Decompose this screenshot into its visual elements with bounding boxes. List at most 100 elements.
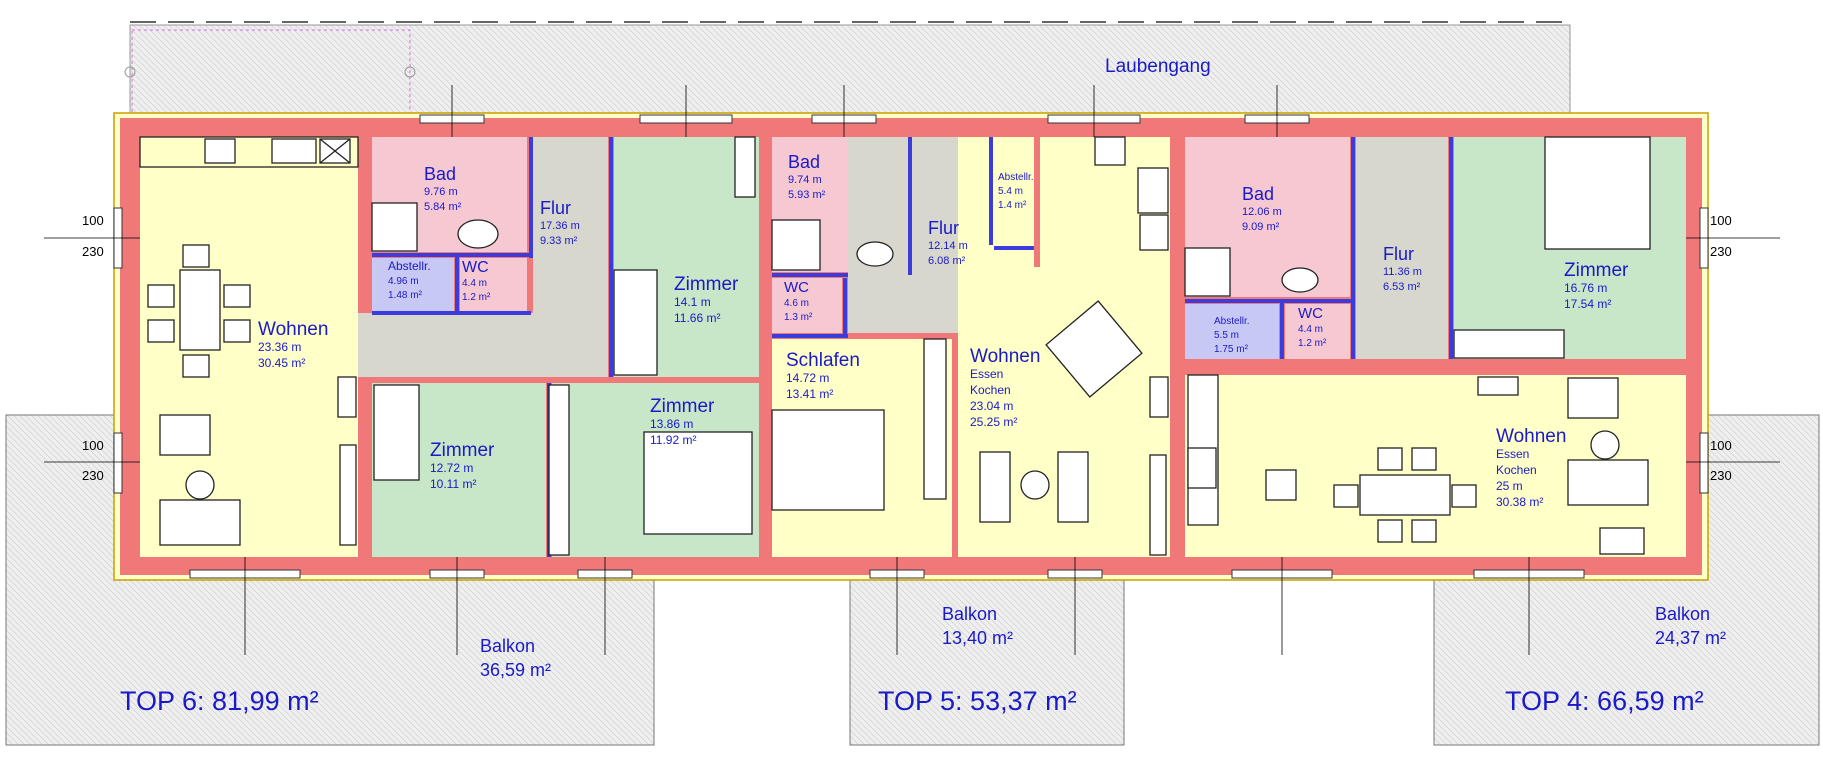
shelf-icon bbox=[339, 444, 357, 546]
room-detail-top4-flur: 6.53 m² bbox=[1383, 281, 1421, 293]
room-name-top5-bad: Bad bbox=[788, 152, 820, 172]
room-detail-top6-zimmer2: 10.11 m² bbox=[430, 477, 476, 491]
room-name-top4-zimmer: Zimmer bbox=[1564, 260, 1629, 281]
double-bed-icon bbox=[643, 431, 753, 535]
room-detail-top6-zimmer1: 11.66 m² bbox=[674, 311, 720, 325]
balcony-labels: Balkon 36,59 m² Balkon 13,40 m² Balkon 2… bbox=[480, 604, 1726, 680]
shower-icon bbox=[371, 202, 418, 252]
dim-label: 100 bbox=[1710, 213, 1732, 228]
armchair-icon bbox=[159, 414, 211, 456]
fireplace-icon bbox=[337, 376, 357, 418]
room-top5-wc bbox=[772, 278, 842, 333]
room-top6-flur-b bbox=[358, 313, 608, 377]
wardrobe-icon bbox=[1453, 329, 1565, 359]
room-detail-top4-abstellr: 1.75 m² bbox=[1214, 344, 1249, 355]
room-detail-top6-zimmer3: 11.92 m² bbox=[650, 433, 696, 447]
dim-label: 230 bbox=[82, 468, 104, 483]
furniture bbox=[139, 136, 1651, 556]
bed-icon bbox=[373, 384, 420, 481]
room-detail-top5-wohnen: 25.25 m² bbox=[970, 415, 1017, 429]
room-name-top5-flur: Flur bbox=[928, 218, 959, 238]
room-name-top4-bad: Bad bbox=[1242, 184, 1274, 204]
room-detail-top6-zimmer1: 14.1 m bbox=[674, 295, 711, 309]
balcony-area: 36,59 m² bbox=[480, 660, 551, 680]
dim-label: 100 bbox=[1710, 438, 1732, 453]
room-detail-top5-flur: 6.08 m² bbox=[928, 255, 966, 267]
balcony-area: 13,40 m² bbox=[942, 628, 1013, 648]
coffee-table-icon bbox=[185, 470, 215, 500]
dim-label: 230 bbox=[1710, 244, 1732, 259]
stove-icon bbox=[1265, 469, 1297, 501]
room-detail-top6-abstellr: 1.48 m² bbox=[388, 290, 423, 301]
armchair-icon bbox=[1057, 451, 1089, 523]
room-detail-top4-zimmer: 17.54 m² bbox=[1564, 297, 1611, 311]
room-top4-wc bbox=[1285, 304, 1350, 359]
party-walls bbox=[358, 137, 1686, 557]
balcony-name: Balkon bbox=[1655, 604, 1710, 624]
washbasin-icon bbox=[856, 241, 894, 267]
room-detail-top6-bad: 9.76 m bbox=[424, 186, 458, 198]
sink-icon bbox=[271, 138, 317, 164]
room-detail-top4-bad: 9.09 m² bbox=[1242, 221, 1280, 233]
dim-label: 230 bbox=[82, 244, 104, 259]
stove-icon bbox=[204, 138, 236, 164]
room-detail-top4-wohnen: Kochen bbox=[1496, 463, 1537, 477]
room-detail-top5-schlafen: 14.72 m bbox=[786, 371, 829, 385]
room-name-top6-abstellr: Abstellr. bbox=[388, 259, 431, 273]
coffee-table-icon bbox=[1590, 430, 1620, 460]
sink-icon bbox=[1137, 167, 1169, 214]
room-name-top6-zimmer3: Zimmer bbox=[650, 396, 715, 417]
room-name-top6-zimmer1: Zimmer bbox=[674, 274, 739, 295]
dim-label: 100 bbox=[82, 438, 104, 453]
room-detail-top6-wc: 4.4 m bbox=[462, 278, 487, 289]
room-detail-top4-zimmer: 16.76 m bbox=[1564, 281, 1607, 295]
wardrobe-icon bbox=[548, 384, 570, 556]
room-detail-top6-zimmer2: 12.72 m bbox=[430, 461, 473, 475]
dining-table-icon bbox=[1045, 300, 1143, 398]
room-detail-top6-wohnen: 23.36 m bbox=[258, 340, 301, 354]
coffee-table-icon bbox=[1020, 470, 1050, 500]
room-detail-top5-abstellr: 5.4 m bbox=[998, 186, 1023, 197]
access-walkway: Laubengang bbox=[124, 21, 1571, 116]
room-detail-top4-wohnen: Essen bbox=[1496, 447, 1529, 461]
double-bed-icon bbox=[771, 409, 885, 511]
room-detail-top5-bad: 5.93 m² bbox=[788, 189, 826, 201]
bed-icon bbox=[613, 269, 658, 376]
fireplace-icon bbox=[1149, 376, 1169, 418]
sofa-icon bbox=[1567, 459, 1649, 506]
room-name-top4-abstellr: Abstellr. bbox=[1214, 316, 1250, 327]
room-detail-top4-bad: 12.06 m bbox=[1242, 206, 1282, 218]
room-name-top4-wohnen: Wohnen bbox=[1496, 426, 1566, 447]
room-detail-top5-bad: 9.74 m bbox=[788, 174, 822, 186]
balcony-area: 24,37 m² bbox=[1655, 628, 1726, 648]
room-top6-wohnen bbox=[140, 137, 358, 557]
room-detail-top4-wohnen: 30.38 m² bbox=[1496, 495, 1543, 509]
room-detail-top6-wc: 1.2 m² bbox=[462, 292, 491, 303]
room-detail-top5-wohnen: Kochen bbox=[970, 383, 1011, 397]
wardrobe-icon bbox=[923, 338, 947, 500]
fridge-icon bbox=[1139, 214, 1169, 251]
room-detail-top5-schlafen: 13.41 m² bbox=[786, 387, 833, 401]
room-detail-top6-flur: 17.36 m bbox=[540, 220, 580, 232]
room-name-top5-schlafen: Schlafen bbox=[786, 350, 860, 371]
shower-icon bbox=[1184, 247, 1231, 297]
double-bed-icon bbox=[1544, 136, 1651, 250]
room-detail-top6-abstellr: 4.96 m bbox=[388, 276, 419, 287]
room-detail-top5-wc: 1.3 m² bbox=[784, 312, 813, 323]
fireplace-icon bbox=[1477, 376, 1519, 396]
dim-label: 230 bbox=[1710, 468, 1732, 483]
room-detail-top4-flur: 11.36 m bbox=[1383, 266, 1422, 278]
stove-icon bbox=[1094, 136, 1126, 166]
armchair-icon bbox=[979, 451, 1011, 523]
balcony-name: Balkon bbox=[942, 604, 997, 624]
room-name-top6-wc: WC bbox=[462, 259, 489, 276]
room-detail-top5-flur: 12.14 m bbox=[928, 240, 968, 252]
sink-icon bbox=[1187, 447, 1217, 489]
unit-top4-total: TOP 4: 66,59 m² bbox=[1505, 686, 1704, 716]
room-detail-top6-wohnen: 30.45 m² bbox=[258, 356, 305, 370]
room-detail-top5-wohnen: 23.04 m bbox=[970, 399, 1013, 413]
room-detail-top6-bad: 5.84 m² bbox=[424, 201, 462, 213]
room-name-top6-zimmer2: Zimmer bbox=[430, 440, 495, 461]
room-name-top6-wohnen: Wohnen bbox=[258, 319, 328, 340]
